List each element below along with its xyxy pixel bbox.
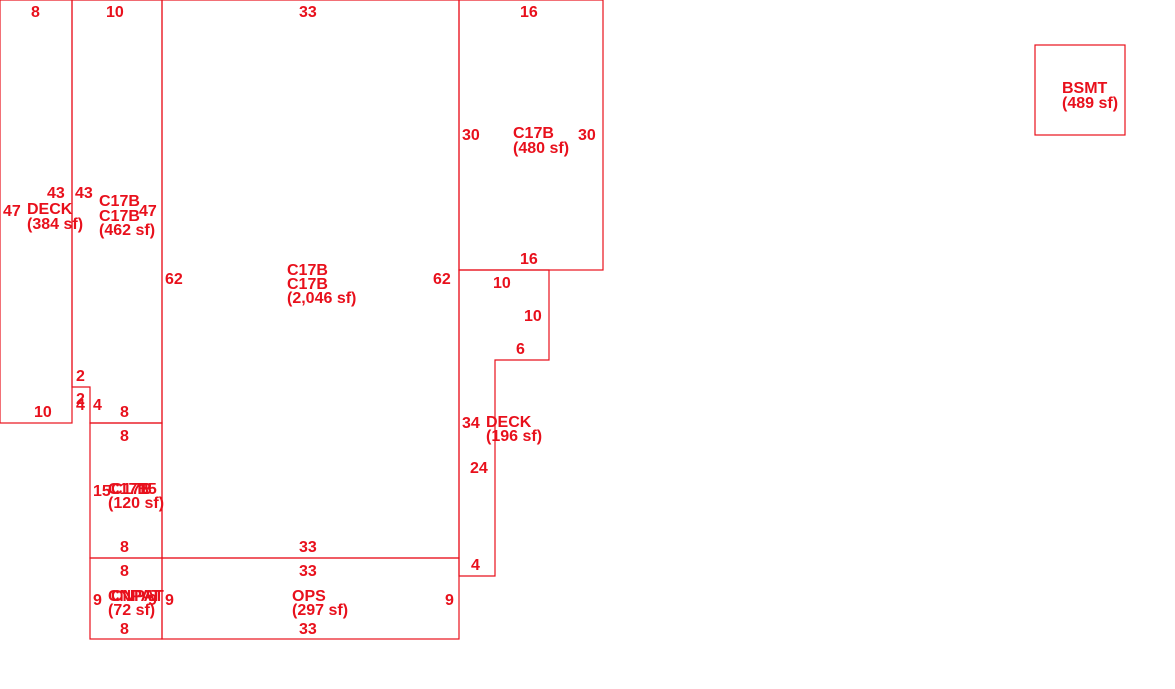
c17b-strip-area: (462 sf) — [99, 222, 155, 239]
ops-area: (297 sf) — [292, 602, 348, 619]
cnpat-area: (72 sf) — [108, 602, 155, 619]
c17b-main-name-1: C17B — [287, 262, 328, 279]
deck-right-area: (196 sf) — [486, 428, 542, 445]
dim-ur-top: 16 — [520, 4, 538, 21]
deck-left-name: DECK — [27, 201, 73, 218]
dim-dr-right-upper: 10 — [524, 308, 542, 325]
dim-ops-right: 9 — [445, 592, 454, 609]
dim-ur-bottom: 16 — [520, 251, 538, 268]
c17b-upper-right-name: C17B — [513, 125, 554, 142]
dim-dr-left: 34 — [462, 415, 480, 432]
ops-outline — [161, 557, 460, 640]
dim-cn-left: 9 — [93, 592, 102, 609]
dim-strip-notch-d: 4 — [93, 397, 102, 414]
c17b-strip-name-1: C17B — [99, 193, 140, 210]
dim-small-right: 15 — [139, 481, 157, 498]
cnpat-name-2: CNPAT — [111, 588, 164, 605]
dim-deck-right: 43 — [47, 185, 65, 202]
dim-strip-left: 43 — [75, 185, 93, 202]
dim-main-left: 62 — [165, 271, 183, 288]
dim-dr-top: 10 — [493, 275, 511, 292]
c17b-upper-right-area: (480 sf) — [513, 140, 569, 157]
c17b-small-area: (120 sf) — [108, 495, 164, 512]
dim-strip-notch-b: 2 — [76, 391, 85, 408]
dim-small-left: 15 — [93, 483, 111, 500]
dim-strip-bottom: 8 — [120, 404, 129, 421]
dim-deck-bottom: 10 — [34, 404, 52, 421]
deck-left-area: (384 sf) — [27, 216, 83, 233]
dim-ur-right: 30 — [578, 127, 596, 144]
c17b-small-name-1: C17B — [108, 481, 149, 498]
dim-ops-top-upper: 33 — [299, 539, 317, 556]
dim-dr-step: 6 — [516, 341, 525, 358]
dim-strip-notch-a: 2 — [76, 368, 85, 385]
c17b-main-area: (2,046 sf) — [287, 290, 356, 307]
dim-strip-notch-c: 4 — [76, 397, 85, 414]
ops-name: OPS — [292, 588, 326, 605]
dim-small-top: 8 — [120, 428, 129, 445]
dim-small-bottom: 8 — [120, 539, 129, 556]
dim-cn-bottom: 8 — [120, 621, 129, 638]
dim-strip-right: 47 — [139, 203, 157, 220]
dim-cn-right: 9 — [148, 592, 157, 609]
dim-deck-left: 47 — [3, 203, 21, 220]
dim-dr-bottom: 4 — [471, 557, 480, 574]
dim-dr-right-lower: 24 — [470, 460, 488, 477]
dim-ur-left: 30 — [462, 127, 480, 144]
dim-main-top: 33 — [299, 4, 317, 21]
c17b-small-name-2: C17B — [111, 481, 152, 498]
dim-ops-left: 9 — [165, 592, 174, 609]
dim-ops-top: 33 — [299, 563, 317, 580]
bsmt-area: (489 sf) — [1062, 95, 1118, 112]
bsmt-name: BSMT — [1062, 80, 1108, 97]
c17b-main-name-2: C17B — [287, 276, 328, 293]
dim-strip-top: 10 — [106, 4, 124, 21]
dim-main-right: 62 — [433, 271, 451, 288]
dim-deck-top: 8 — [31, 4, 40, 21]
dim-cn-top: 8 — [120, 563, 129, 580]
c17b-strip-name-2: C17B — [99, 208, 140, 225]
deck-right-name: DECK — [486, 414, 532, 431]
cnpat-name-1: CNPAT — [108, 588, 161, 605]
bsmt-outline — [1034, 44, 1126, 136]
dim-ops-bottom: 33 — [299, 621, 317, 638]
